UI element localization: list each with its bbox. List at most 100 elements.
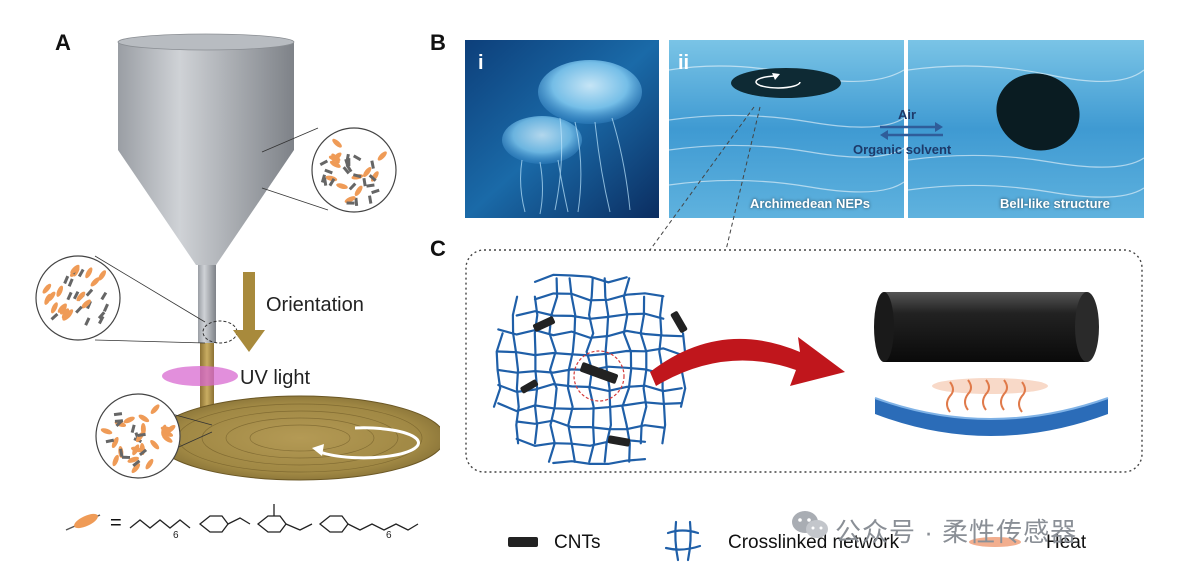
network-strand (511, 295, 520, 445)
photo-archimedean-nep (668, 40, 905, 218)
chemical-structure (129, 504, 419, 533)
mesogen-mark (324, 168, 333, 175)
molecule-equals-sign: = (110, 512, 122, 534)
crosslinked-network (492, 273, 687, 465)
mesogen-mark (84, 317, 91, 326)
mesogen-mark (86, 300, 92, 310)
mesogen-mark (100, 428, 113, 435)
network-strand (497, 382, 683, 394)
mesogen-mark (132, 459, 141, 467)
panel-c-frame (465, 249, 1143, 473)
reversible-arrows (880, 122, 943, 140)
photo-label-i: i (478, 52, 484, 74)
network-strand (492, 332, 504, 408)
mesogen-mark (370, 160, 375, 169)
panel-a-diagram (35, 33, 440, 533)
organic-solvent-label: Organic solvent (853, 142, 952, 157)
wechat-icon (790, 508, 830, 542)
mesogen-mark (137, 432, 146, 437)
mesogen-mark (328, 155, 341, 162)
bent-film (874, 397, 1109, 436)
archimedean-label: Archimedean NEPs (750, 196, 870, 211)
network-strand (533, 273, 628, 284)
mesogen-mark (98, 315, 105, 325)
mesogen-mark (150, 404, 160, 414)
mesogen-mark (76, 291, 86, 302)
zoom-marker-cnt (573, 350, 625, 402)
mesogen-mark (123, 416, 135, 424)
legend-heat-label: Heat (1046, 532, 1087, 553)
network-strand (566, 277, 577, 463)
mesogen-mark (368, 174, 377, 182)
mesogen-mark (320, 174, 326, 183)
mesogen-mark (362, 177, 367, 187)
mesogen-mark (127, 456, 139, 463)
mesogen-mark (85, 267, 93, 279)
mesogen-mark (145, 458, 154, 470)
panel-letter-a: A (55, 30, 71, 55)
legend-cnts-label: CNTs (554, 532, 601, 553)
mesogen-mark (105, 438, 115, 444)
mesogen-mark (336, 183, 348, 189)
network-strand (497, 365, 683, 376)
mesogen-mark (138, 414, 150, 423)
network-strand (497, 401, 683, 413)
mesogen-mark (332, 138, 342, 148)
mesogen-mark (131, 463, 141, 474)
crosslinked-mesogens (100, 404, 176, 474)
mesogen-mark (50, 302, 58, 314)
mesogen-mark (97, 311, 106, 320)
legend-network-icon (664, 520, 702, 562)
mesogen-mark (50, 312, 59, 321)
mesogen-mark (319, 159, 329, 167)
mesogen-mark (366, 183, 375, 188)
mesogen-mark (119, 448, 124, 457)
leader-line-left (649, 106, 755, 251)
network-strand (533, 292, 665, 302)
uv-light-beam (162, 366, 238, 386)
mesogen-mark (85, 288, 94, 297)
mesogen-mark (354, 197, 359, 207)
mesogen-mark (344, 158, 350, 168)
heat-waves (932, 378, 1048, 413)
network-strand (515, 437, 647, 448)
mesogen-mark (111, 436, 119, 449)
mesogen-mark (150, 439, 160, 450)
mesogen-mark (42, 283, 52, 294)
mesogen-mark (138, 448, 148, 457)
network-strand (552, 458, 647, 465)
photo-jellyfish (465, 40, 659, 218)
mesogen-mark (100, 291, 108, 301)
cnt-cylinder (874, 292, 1099, 362)
network-strand (658, 295, 667, 445)
panel-letter-c: C (430, 236, 446, 261)
mesogen-mark (352, 173, 362, 179)
mesogen-mark (90, 277, 100, 287)
mesogen-mark (328, 178, 336, 187)
mesogen-mark (67, 278, 74, 287)
network-strand (639, 295, 648, 445)
mesogen-mark (165, 424, 176, 434)
subscript-6-left: 6 (173, 530, 179, 541)
aligned-mesogens (42, 264, 109, 326)
mesogen-mark (354, 185, 363, 197)
cnt-rods (520, 311, 688, 447)
mesogen-mark (363, 167, 372, 178)
network-strand (515, 310, 665, 320)
network-strand (621, 277, 633, 463)
network-strand (585, 277, 596, 463)
mesogen-icon (65, 513, 101, 531)
mesogen-mark (329, 160, 341, 168)
mesogen-mark (162, 434, 173, 443)
network-strand (603, 277, 613, 463)
bell-structure-label: Bell-like structure (1000, 196, 1110, 211)
mesogen-mark (112, 454, 119, 467)
mesogen-mark (70, 264, 80, 274)
syringe-barrel (117, 33, 295, 265)
transformation-arrow (650, 337, 845, 386)
photo-label-ii: ii (678, 52, 690, 74)
network-strand (497, 328, 683, 339)
mesogen-mark (113, 412, 123, 417)
watermark: 公众号 · 柔性传感器 (835, 517, 1078, 547)
mesogen-mark (368, 195, 373, 204)
